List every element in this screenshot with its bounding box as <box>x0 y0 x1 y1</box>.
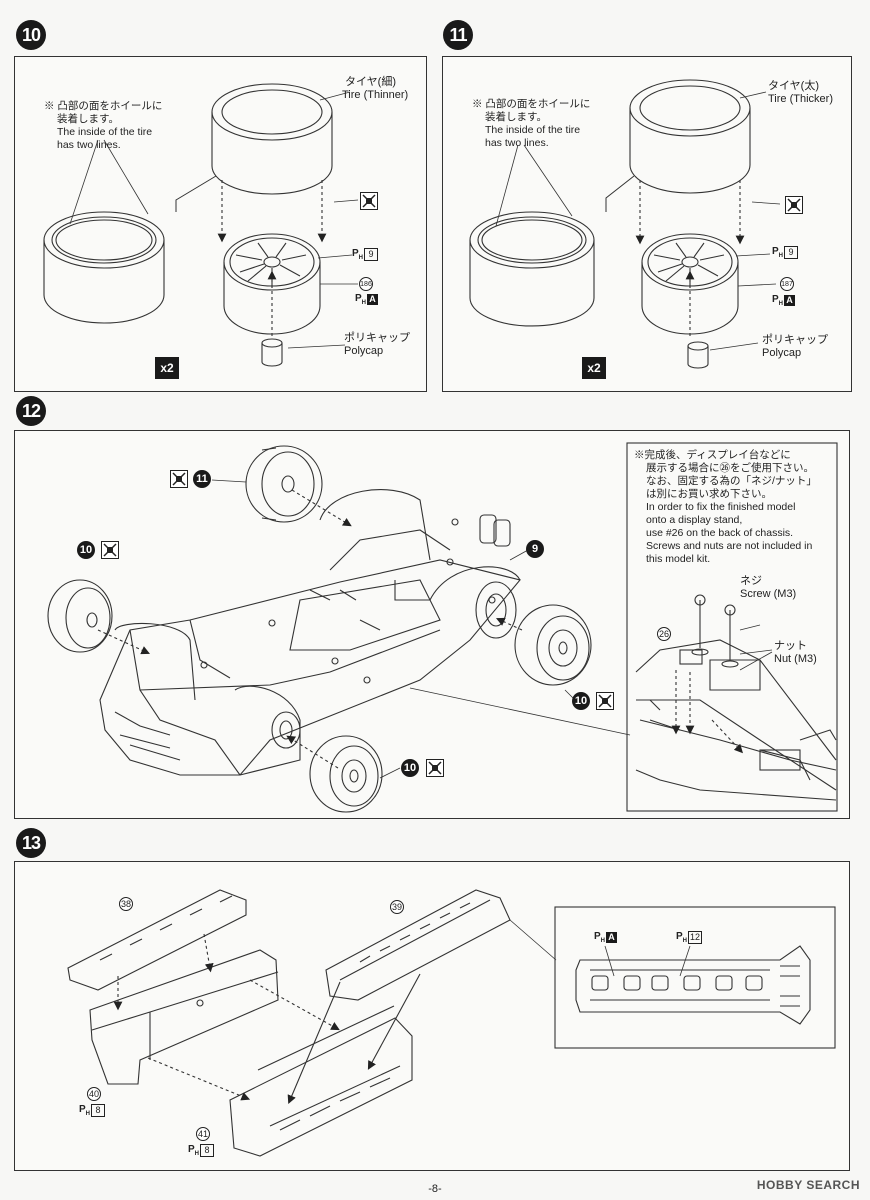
step12-note-line-9: this model kit. <box>646 553 711 565</box>
step10-wheel <box>223 233 321 335</box>
step10-note-jp: ※ 凸部の面をホイールに <box>44 100 163 112</box>
step-13-badge: 13 <box>16 828 46 858</box>
step-13-number: 13 <box>21 832 41 853</box>
step10-cement-icon <box>360 192 378 210</box>
step11-tire-label-en: Tire (Thicker) <box>768 93 833 105</box>
step13-part-41 <box>229 1005 413 1157</box>
step13-inset-frame <box>554 906 836 1049</box>
step11-quantity-badge: x2 <box>582 357 606 379</box>
step12-note-line-6: onto a display stand, <box>646 514 743 526</box>
step-12-badge: 12 <box>16 396 46 426</box>
step12-note-line-2: 展示する場合に㉖をご使用下さい。 <box>646 462 814 474</box>
step12-note-line-3: なお、固定する為の「ネジ/ナット」 <box>646 475 817 487</box>
step11-note-en2: has two lines. <box>485 137 549 149</box>
step-12-panel <box>14 430 850 819</box>
step-10-number: 10 <box>21 24 41 45</box>
step12-hub <box>271 711 301 749</box>
step10-note-en2: has two lines. <box>57 139 121 151</box>
step11-wheel <box>641 233 739 335</box>
step13-part-39 <box>325 889 511 1001</box>
step11-polycap-jp: ポリキャップ <box>762 334 828 346</box>
step-10-badge: 10 <box>16 20 46 50</box>
step13-part-40 <box>89 949 279 1085</box>
step-10-panel <box>14 56 427 392</box>
step12-wheel-9 <box>475 581 517 639</box>
step12-note-line-1: ※完成後、ディスプレイ台などに <box>634 449 791 461</box>
step11-note-jp: ※ 凸部の面をホイールに <box>472 98 591 110</box>
step12-part-26: 26 <box>657 627 671 641</box>
step12-wheel-11 <box>245 445 323 523</box>
step12-note-line-5: In order to fix the finished model <box>646 501 796 513</box>
step11-polycap-en: Polycap <box>762 347 802 359</box>
step10-note-en1: The inside of the tire <box>57 126 153 138</box>
step10-part-186: 186 <box>359 277 373 291</box>
step12-cement-icon-10b <box>596 692 614 710</box>
step12-inset-frame <box>626 442 838 812</box>
step12-wheel-10-rear-right <box>514 604 592 686</box>
step12-wheel-10-front-left <box>47 579 113 653</box>
step-11-panel <box>442 56 852 392</box>
step12-screw-jp: ネジ <box>740 575 762 587</box>
step13-part-38-label: 38 <box>119 897 133 911</box>
step12-cement-icon-10c <box>426 759 444 777</box>
step-12-number: 12 <box>21 400 41 421</box>
step12-nut-en: Nut (M3) <box>774 653 817 665</box>
step12-screw-en: Screw (M3) <box>740 588 797 600</box>
step12-cement-icon-10a <box>101 541 119 559</box>
step11-part-187: 187 <box>780 277 794 291</box>
step10-polycap-jp: ポリキャップ <box>344 332 410 344</box>
step-13-panel <box>14 861 850 1171</box>
step10-note-jp2: 装着します。 <box>57 113 119 125</box>
step-11-number: 11 <box>449 24 467 45</box>
step13-part-38 <box>67 889 247 991</box>
step11-cement-icon <box>785 196 803 214</box>
watermark: HOBBY SEARCH <box>756 1178 860 1192</box>
step12-nut-jp: ナット <box>774 640 807 652</box>
step10-tire <box>211 83 333 195</box>
step13-part-39-label: 39 <box>390 900 404 914</box>
page-number: -8- <box>428 1183 442 1195</box>
step10-polycap-en: Polycap <box>344 345 384 357</box>
step11-note-jp2: 装着します。 <box>485 111 547 123</box>
step10-tire-label-jp: タイヤ(細) <box>345 76 396 88</box>
step11-polycap <box>687 341 709 369</box>
step11-tire <box>629 79 751 194</box>
step11-tire-detail <box>469 211 595 327</box>
step12-ref-step10-b: 10 <box>572 692 590 710</box>
step13-part-41-label: 41 <box>196 1127 210 1141</box>
step10-tire-label-en: Tire (Thinner) <box>342 89 409 101</box>
step12-ref-step10-a: 10 <box>77 541 95 559</box>
step-11-badge: 11 <box>443 20 473 50</box>
step11-tire-label-jp: タイヤ(太) <box>768 80 819 92</box>
step13-inset-part <box>575 945 811 1025</box>
step12-chassis <box>99 489 521 776</box>
step10-tire-detail <box>43 211 165 324</box>
step13-part-40-label: 40 <box>87 1087 101 1101</box>
step11-note-en1: The inside of the tire <box>485 124 581 136</box>
step12-ref-step9: 9 <box>526 540 544 558</box>
step12-inset-detail <box>635 594 837 801</box>
step12-ref-step11: 11 <box>193 470 211 488</box>
step10-polycap <box>261 338 283 367</box>
step12-note-line-4: は別にお買い求め下さい。 <box>646 488 772 500</box>
step10-quantity-badge: x2 <box>155 357 179 379</box>
step12-note-line-8: Screws and nuts are not included in <box>646 540 813 552</box>
step12-wheel-10-front-right <box>309 735 383 813</box>
step12-ref-step10-c: 10 <box>401 759 419 777</box>
step12-note-line-7: use #26 on the back of chassis. <box>646 527 794 539</box>
step12-cement-icon-11 <box>170 470 188 488</box>
